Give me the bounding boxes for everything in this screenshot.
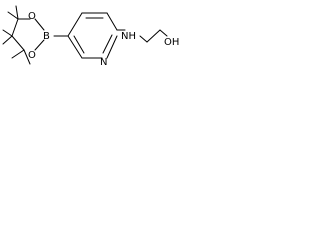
- bond-ch2-ch2: [146, 29, 161, 43]
- bond-methyl-3: [2, 29, 13, 37]
- bond-methyl-4: [2, 35, 13, 45]
- ring-bond-3: [106, 12, 118, 31]
- ring-double-2: [73, 35, 85, 54]
- bond-methyl-2: [15, 5, 19, 20]
- chemical-structure-diagram: O B O N NH OH: [2, 5, 179, 68]
- ring-bond-4: [106, 35, 118, 59]
- ring-double-3: [102, 34, 113, 54]
- bond-o-bottom-b: [34, 39, 45, 51]
- chemical-structure-canvas: O B O N NH OH: [0, 0, 185, 73]
- atom-o-bottom: O: [28, 50, 36, 61]
- bond-c3-c4: [23, 49, 31, 65]
- atom-oh: OH: [164, 37, 179, 48]
- atom-b: B: [43, 31, 50, 42]
- atom-n-ring: N: [100, 57, 107, 68]
- bond-c2-o-bottom: [11, 35, 25, 51]
- ring-bond-6: [67, 35, 83, 59]
- bond-methyl-5: [11, 49, 25, 59]
- bond-ch2-oh: [159, 29, 168, 37]
- ring-bond-1: [67, 12, 83, 37]
- atom-nh: NH: [121, 31, 136, 42]
- bond-methyl-1: [7, 11, 19, 20]
- bond-nh-ch2: [139, 35, 148, 43]
- atom-o-top: O: [28, 11, 36, 22]
- bond-o-top-b: [34, 18, 45, 31]
- bond-c1-o-top: [11, 18, 19, 37]
